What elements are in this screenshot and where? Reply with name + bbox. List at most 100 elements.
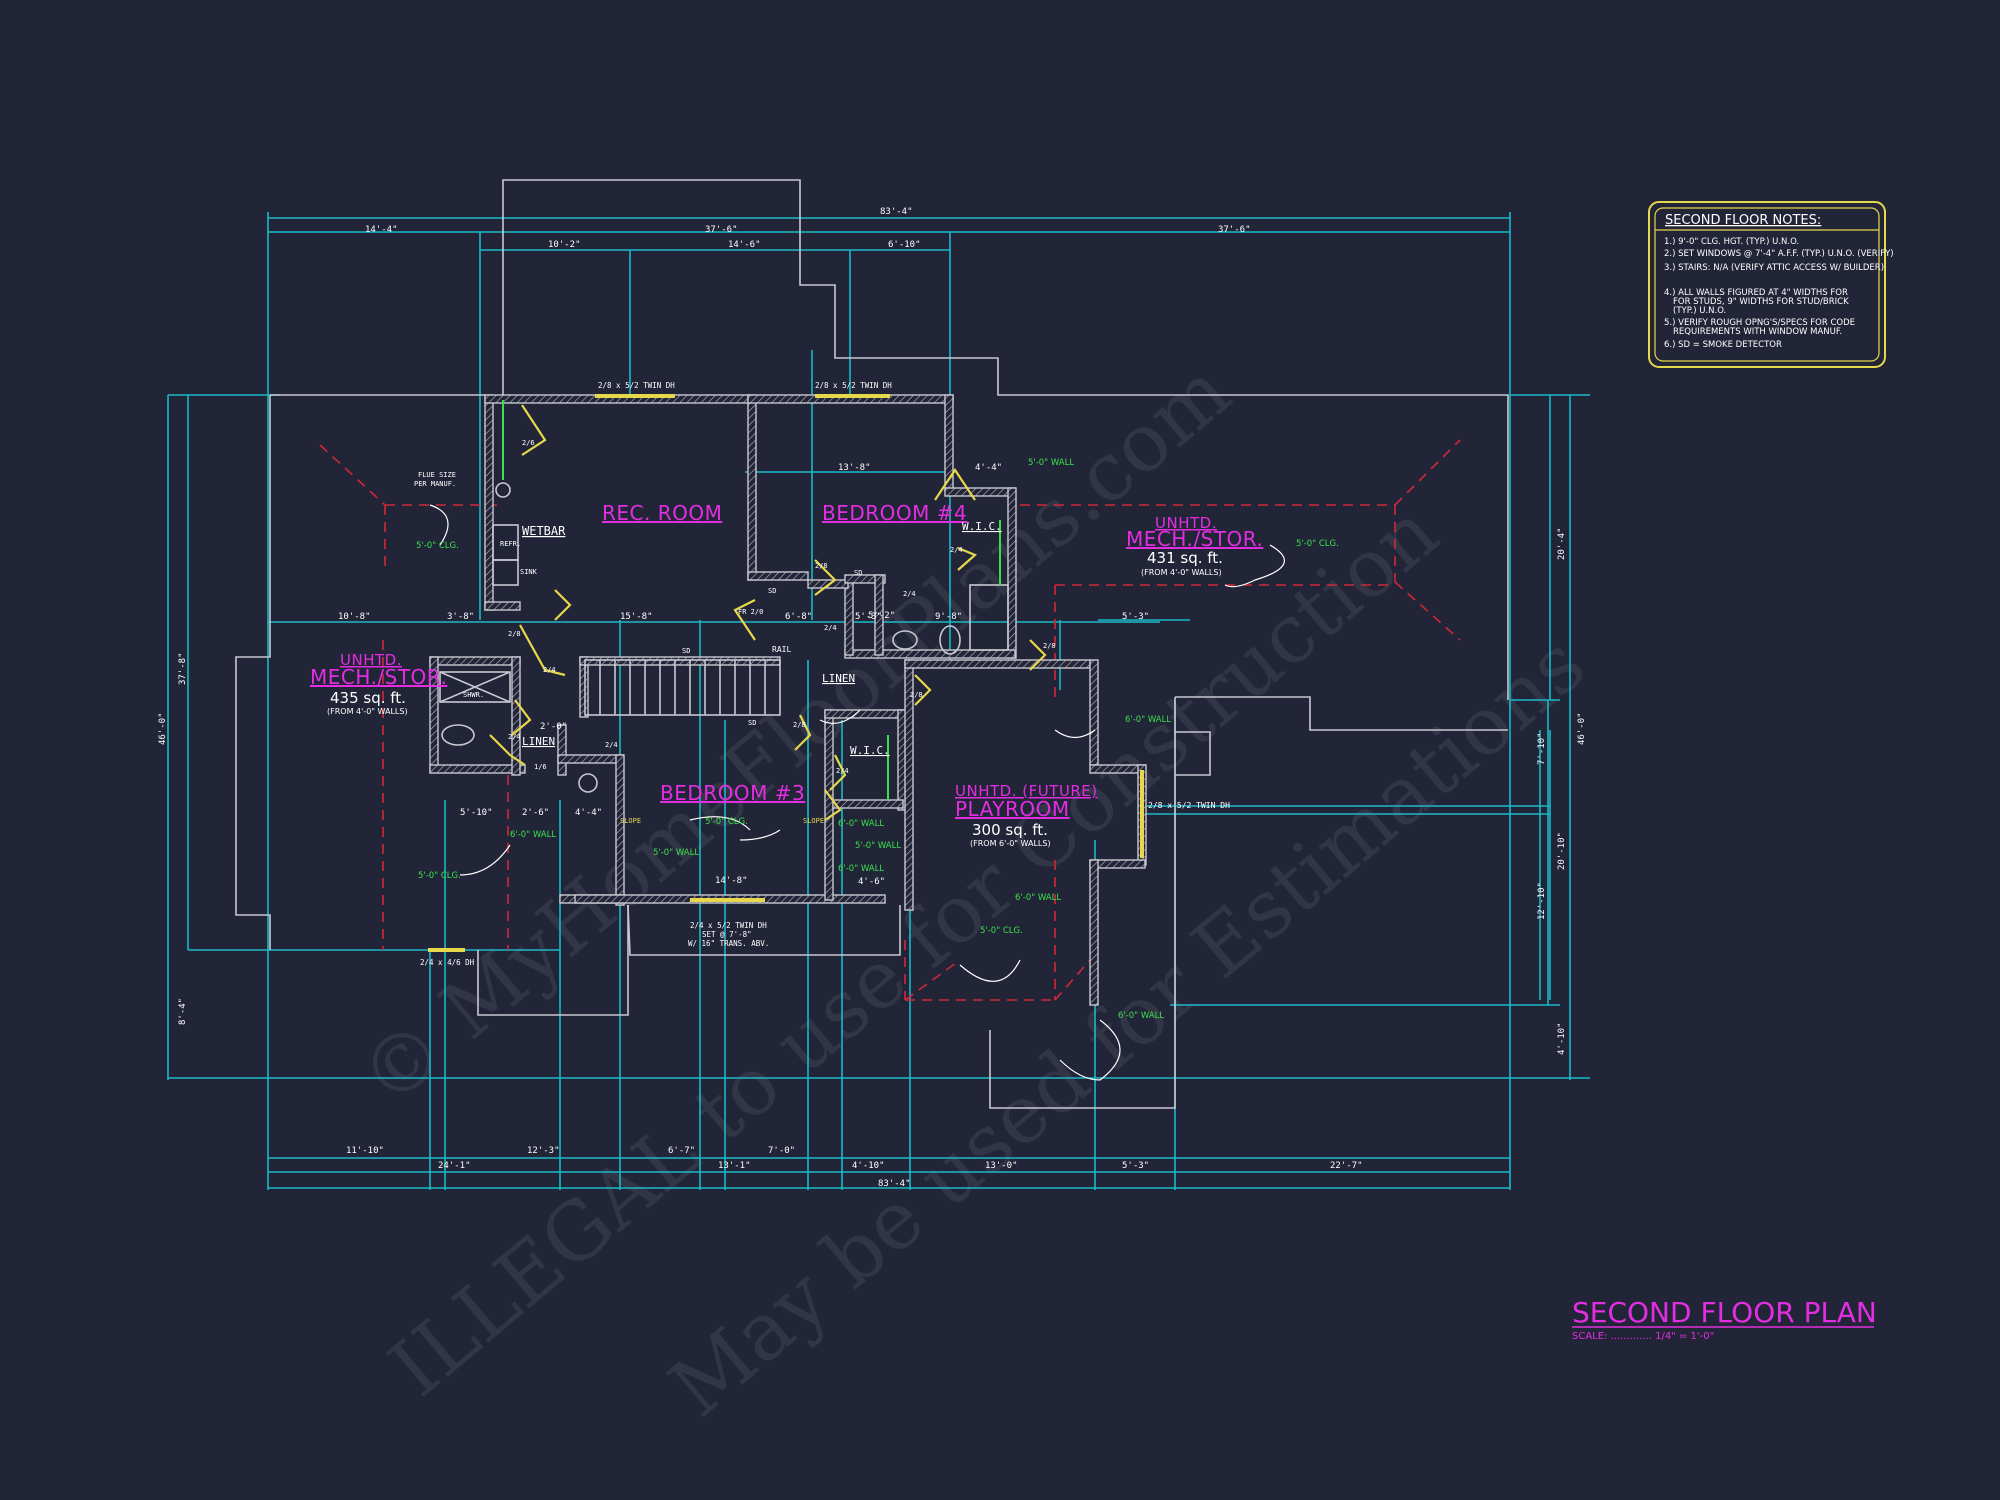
- dim-right-b: 7'-10": [1537, 732, 1547, 765]
- room-rec: REC. ROOM: [602, 501, 722, 525]
- dim-int-b: 3'-8": [447, 612, 474, 622]
- green-wall-5: 5'-0" WALL: [653, 848, 699, 858]
- fixture-labels: WETBAR REFR. SINK FLUE SIZE PER MANUF. W…: [414, 381, 1230, 967]
- dim-int-c: 15'-8": [620, 612, 653, 622]
- room-mech-left-1: UNHTD.: [340, 651, 402, 669]
- room-mech-right-sqft: 431 sq. ft.: [1147, 549, 1223, 567]
- dim-right-c: 20'-10": [1557, 832, 1567, 870]
- dim-top-f: 6'-10": [888, 240, 921, 250]
- label-door-24f: 2/4: [836, 767, 849, 775]
- dim-int-n: 4'-6": [858, 877, 885, 887]
- room-play-sub: (FROM 6'-0" WALLS): [970, 839, 1051, 848]
- dim-int-f: 9'-8": [935, 612, 962, 622]
- label-refr: REFR.: [500, 540, 521, 548]
- label-slope-1: SLOPE: [620, 817, 641, 825]
- dim-int-d: 6'-8": [785, 612, 812, 622]
- dimension-lines: [167, 212, 1590, 1190]
- label-slope-2: SLOPE: [803, 817, 824, 825]
- green-accents: [502, 400, 1001, 800]
- dim-int-m: 4'-4": [575, 808, 602, 818]
- notes-title: SECOND FLOOR NOTES:: [1665, 213, 1821, 228]
- room-bedroom4: BEDROOM #4: [822, 501, 967, 525]
- green-wall-6: 6'-0" WALL: [1118, 1011, 1164, 1021]
- label-rail: RAIL: [772, 645, 791, 654]
- label-door-24d: 2/4: [508, 733, 521, 741]
- green-clg-5: 5'-0" CLG.: [980, 926, 1023, 936]
- green-clg-1: 5'-0" CLG.: [416, 541, 459, 551]
- exterior-walls: [235, 179, 1509, 1109]
- green-wall-8: 6'-0" WALL: [838, 864, 884, 874]
- second-floor-notes: SECOND FLOOR NOTES: 1.) 9'-0" CLG. HGT. …: [1648, 201, 1894, 368]
- dim-top-d: 10'-2": [548, 240, 581, 250]
- room-play-2: PLAYROOM: [955, 797, 1070, 821]
- dim-top-b: 37'-6": [705, 225, 738, 235]
- dim-int-a: 10'-8": [338, 612, 371, 622]
- room-mech-right-2: MECH./STOR.: [1126, 527, 1263, 551]
- note-item-8: REQUIREMENTS WITH WINDOW MANUF.: [1673, 327, 1842, 337]
- doors: [489, 404, 1047, 821]
- roof-lines: [319, 439, 1461, 1001]
- plan-scale: SCALE: ............. 1/4" = 1'-0": [1572, 1331, 1714, 1342]
- dim-top-total: 83'-4": [880, 207, 913, 217]
- dim-int-p: 5'-2": [868, 611, 895, 621]
- room-bedroom3: BEDROOM #3: [660, 781, 805, 805]
- label-flue: FLUE SIZE: [418, 471, 456, 479]
- room-mech-left-sub: (FROM 4'-0" WALLS): [327, 707, 408, 716]
- label-fr: FR 2/0: [738, 608, 763, 616]
- dim-right-d: 12'-10": [1537, 882, 1547, 920]
- dim-int-i: 4'-4": [975, 463, 1002, 473]
- green-wall-1: 5'-0" WALL: [1028, 458, 1074, 468]
- plan-title-block: SECOND FLOOR PLAN SCALE: ............. 1…: [1572, 1296, 1877, 1342]
- room-mech-right-1: UNHTD.: [1155, 514, 1217, 532]
- label-sd-4: SD: [854, 569, 862, 577]
- label-door-28c: 2/8: [910, 691, 923, 699]
- windows: [428, 394, 1144, 952]
- label-win-top-2: 2/8 x 5/2 TWIN DH: [815, 381, 892, 390]
- label-wetbar: WETBAR: [522, 524, 566, 538]
- green-clg-2: 5'-0" CLG.: [1296, 539, 1339, 549]
- label-door-24c: 2/4: [543, 666, 556, 674]
- dim-left-a: 37'-8": [178, 652, 188, 685]
- dim-top-c: 37'-6": [1218, 225, 1251, 235]
- dim-right-a: 20'-4": [1557, 527, 1567, 560]
- ceiling-wall-heights: 5'-0" CLG. 5'-0" CLG. 5'-0" CLG. 5'-0" C…: [416, 458, 1339, 1021]
- label-win-top-1: 2/8 x 5/2 TWIN DH: [598, 381, 675, 390]
- label-door-24b: 2/4: [903, 590, 916, 598]
- dim-top-e: 14'-6": [728, 240, 761, 250]
- leader-lines: [429, 504, 1285, 1081]
- room-play-1: UNHTD. (FUTURE): [955, 782, 1098, 800]
- note-item-6: (TYP.) U.N.O.: [1673, 306, 1726, 316]
- dim-bot-g: 4'-10": [852, 1161, 885, 1171]
- green-clg-4: 5'-0" CLG.: [705, 817, 748, 827]
- room-mech-right-sub: (FROM 4'-0" WALLS): [1141, 568, 1222, 577]
- dim-bot-h: 13'-0": [985, 1161, 1018, 1171]
- note-item-5: FOR STUDS, 9" WIDTHS FOR STUD/BRICK: [1673, 297, 1849, 307]
- label-sink: SINK: [520, 568, 538, 576]
- label-door-28a: 2/8: [815, 562, 828, 570]
- label-sd-2: SD: [748, 719, 756, 727]
- label-shwr: SHWR.: [463, 691, 484, 699]
- room-mech-left-2: MECH./STOR.: [310, 665, 447, 689]
- dim-top-a: 14'-4": [365, 225, 398, 235]
- dim-int-h: 13'-8": [838, 463, 871, 473]
- dimension-labels: 83'-4" 14'-4" 37'-6" 37'-6" 10'-2" 14'-6…: [158, 207, 1587, 1189]
- label-win-b3-2: SET @ 7'-8": [702, 930, 752, 939]
- label-door-28e: 2/8: [793, 721, 806, 729]
- green-wall-7: 5'-0" WALL: [855, 841, 901, 851]
- note-item-3: 3.) STAIRS: N/A (VERIFY ATTIC ACCESS W/ …: [1664, 263, 1884, 273]
- label-door-24g: 2/4: [824, 624, 837, 632]
- label-sd-3: SD: [768, 587, 776, 595]
- room-mech-left-sqft: 435 sq. ft.: [330, 689, 406, 707]
- dim-int-k: 5'-10": [460, 808, 493, 818]
- label-wic-2: W.I.C.: [850, 744, 890, 757]
- label-door-26: 2/6: [522, 439, 535, 447]
- dim-right-total: 46'-0": [1577, 712, 1587, 745]
- plan-title: SECOND FLOOR PLAN: [1572, 1296, 1877, 1329]
- label-win-b3-3: W/ 16" TRANS. ABV.: [688, 939, 769, 948]
- dim-bot-c: 12'-3": [527, 1146, 560, 1156]
- green-wall-3: 6'-0" WALL: [510, 830, 556, 840]
- dim-bot-d: 6'-7": [668, 1146, 695, 1156]
- note-item-4: 4.) ALL WALLS FIGURED AT 4" WIDTHS FOR: [1664, 288, 1848, 298]
- label-door-24a: 2/4: [950, 546, 963, 554]
